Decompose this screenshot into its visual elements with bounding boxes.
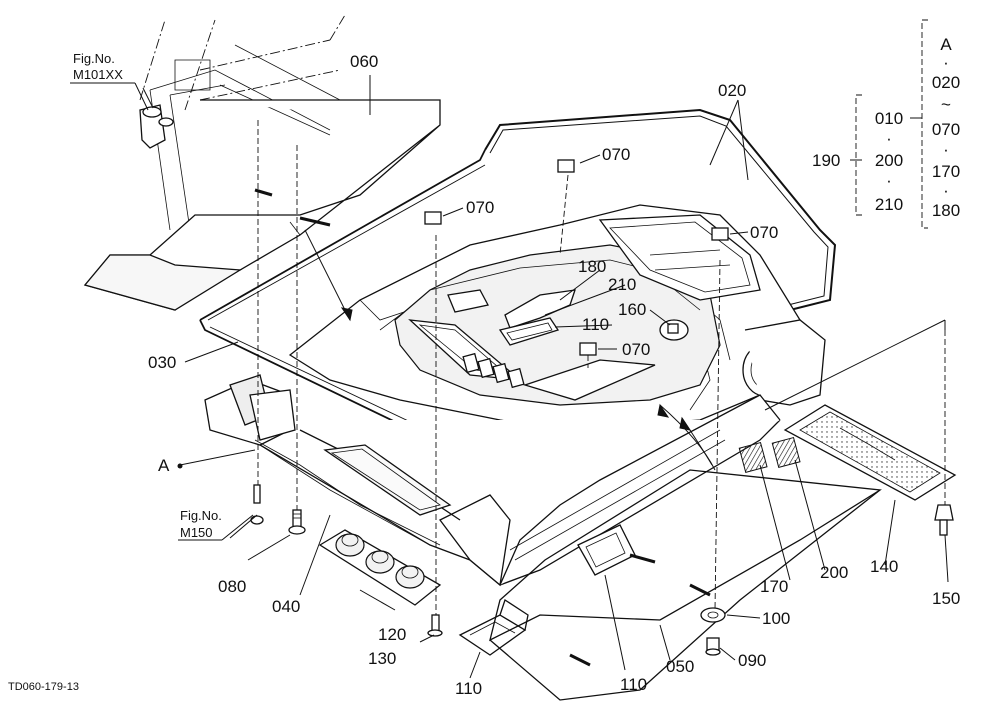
- label-050: 050: [666, 657, 694, 676]
- washer-100: [700, 607, 726, 623]
- figure-code: TD060-179-13: [8, 681, 79, 693]
- label-110-top: 110: [582, 315, 609, 334]
- kit-group-label: 190: [812, 151, 840, 170]
- label-070-right: 070: [750, 223, 778, 242]
- label-120: 120: [378, 625, 406, 644]
- labels: Fig.No. M101XX Fig.No. M150 A 060 020 07…: [8, 35, 960, 698]
- kit-right-6: 170: [932, 162, 960, 181]
- kit-left-3: ·: [886, 171, 892, 190]
- label-090: 090: [738, 651, 766, 670]
- label-020: 020: [718, 81, 746, 100]
- reference-leaders: [70, 82, 254, 541]
- ref-left-line2: M150: [180, 525, 213, 540]
- label-110-bottom: 110: [455, 679, 482, 698]
- label-040: 040: [272, 597, 300, 616]
- lamp-panel-120: [318, 529, 442, 606]
- switch-box-110-bottom: [458, 598, 529, 656]
- kit-right-4: 070: [932, 120, 960, 139]
- kit-left-2: 200: [875, 151, 903, 170]
- label-070-center: 070: [622, 340, 650, 359]
- kit-left-4: 210: [875, 195, 903, 214]
- label-150: 150: [932, 589, 960, 608]
- cab-roof-body: [288, 204, 826, 431]
- kit-right-8: 180: [932, 201, 960, 220]
- kit-right-5: ·: [943, 140, 949, 159]
- kit-right-3: ~: [941, 95, 951, 114]
- kit-left-1: ·: [886, 129, 892, 148]
- pad-070-left: [424, 211, 442, 225]
- kit-right-2: 020: [932, 73, 960, 92]
- pad-170: [738, 441, 768, 474]
- hinge-bracket: [139, 87, 174, 149]
- pad-200: [771, 436, 801, 469]
- point-a-label: A: [158, 456, 170, 475]
- label-080: 080: [218, 577, 246, 596]
- clip-150: [934, 504, 954, 536]
- label-030: 030: [148, 353, 176, 372]
- label-200: 200: [820, 563, 848, 582]
- label-070-left: 070: [466, 198, 494, 217]
- screw-080: [288, 509, 306, 535]
- pad-070-top: [557, 159, 575, 173]
- kit-table-brackets: [850, 19, 928, 229]
- leader-lines: [179, 75, 949, 679]
- point-a-dot: [177, 463, 183, 469]
- label-070-top: 070: [602, 145, 630, 164]
- label-170: 170: [760, 577, 788, 596]
- ref-top-line2: M101XX: [73, 67, 123, 82]
- label-110-middle: 110: [620, 675, 647, 694]
- floor-mat-060: [83, 99, 441, 311]
- label-210: 210: [608, 275, 636, 294]
- floor-mat-050: [489, 469, 882, 701]
- ref-left-line1: Fig.No.: [180, 508, 222, 523]
- kit-right-0: A: [940, 35, 952, 54]
- knob-160: [659, 319, 689, 341]
- assembly-lines: [257, 120, 946, 615]
- kit-right-1: ·: [943, 53, 949, 72]
- label-140: 140: [870, 557, 898, 576]
- pad-070-center: [579, 342, 597, 356]
- pad-070-right: [711, 227, 729, 241]
- kit-left-0: 010: [875, 109, 903, 128]
- assembly-arrows: [304, 229, 716, 471]
- kit-right-7: ·: [943, 181, 949, 200]
- label-130: 130: [368, 649, 396, 668]
- cab-frame: [139, 14, 346, 231]
- label-160: 160: [618, 300, 646, 319]
- screw-130: [427, 614, 443, 637]
- ref-top-line1: Fig.No.: [73, 51, 115, 66]
- switch-110-top: [498, 317, 560, 346]
- nut-090: [705, 637, 721, 656]
- label-100: 100: [762, 609, 790, 628]
- seal-040: [254, 439, 452, 546]
- label-060: 060: [350, 52, 378, 71]
- panel-140: [783, 404, 957, 501]
- label-180: 180: [578, 257, 606, 276]
